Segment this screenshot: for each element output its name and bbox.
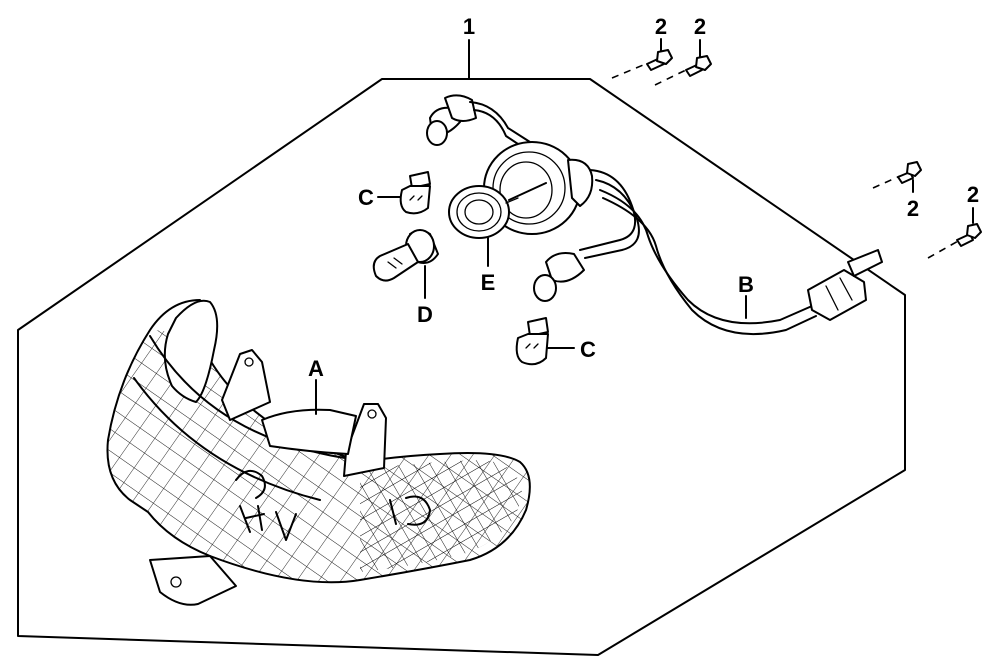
screw-right-upper (872, 161, 922, 193)
callout-C-label: C (358, 185, 374, 210)
callout-D-label: D (417, 302, 433, 327)
tail-light-lens (106, 299, 531, 606)
callout-2-label: 2 (967, 182, 979, 207)
assembly-outline (17, 78, 906, 656)
callout-2-label: 2 (907, 196, 919, 221)
bulb-large (372, 229, 439, 282)
callout-1-label: 1 (463, 14, 475, 39)
bulb-lower-small (515, 317, 549, 366)
screw-top-left (611, 38, 673, 79)
callout-C-label: C (580, 337, 596, 362)
callout-2-label: 2 (655, 14, 667, 39)
wire-harness (426, 94, 883, 336)
callout-A-label: A (308, 356, 324, 381)
callout-2-label: 2 (694, 14, 706, 39)
screw-top-right (654, 39, 712, 86)
bulb-upper-small (399, 171, 431, 215)
callout-E-label: E (481, 270, 496, 295)
callout-B-label: B (738, 272, 754, 297)
screw-right-lower (927, 207, 982, 259)
